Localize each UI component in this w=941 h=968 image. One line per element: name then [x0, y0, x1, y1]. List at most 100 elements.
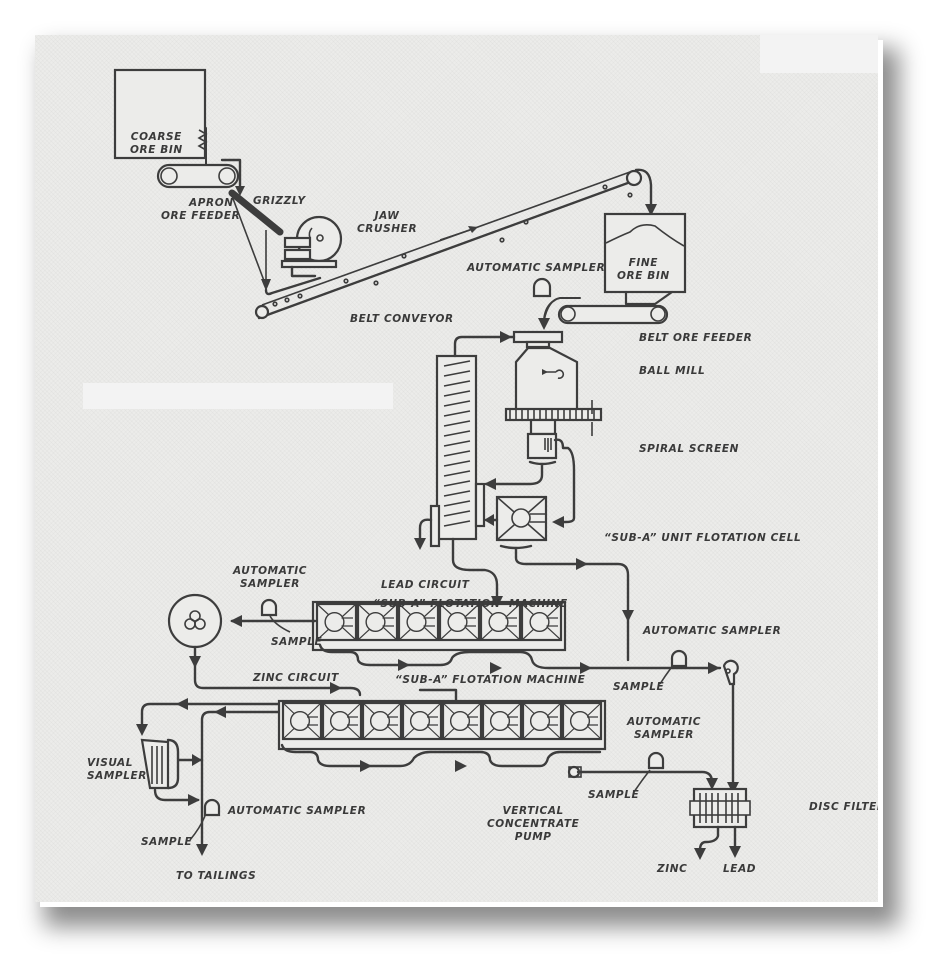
- spiral-classifier: [429, 331, 516, 548]
- label-line: ORE BIN: [617, 270, 670, 282]
- coarse-ore-bin: [113, 68, 208, 169]
- label-lead: LEAD: [723, 863, 757, 875]
- label-line: ORE FEEDER: [161, 210, 241, 222]
- blank-patch-left: [83, 383, 393, 409]
- visual-sampler-feed: [140, 702, 280, 732]
- automatic-sampler-zinc: [633, 751, 665, 793]
- arrow: [455, 760, 467, 772]
- automatic-sampler-right: [659, 649, 688, 685]
- label-line: FINE: [628, 257, 659, 269]
- flowsheet-drawing: [113, 68, 751, 860]
- label-coarse-ore-bin: COARSE ORE BIN: [130, 131, 183, 157]
- flotation-cell: [561, 701, 603, 741]
- lead-launder: [318, 643, 722, 670]
- label-vertical-concentrate-pump: VERTICAL CONCENTRATE PUMP: [487, 805, 579, 844]
- zinc-flotation-machine: [277, 699, 607, 751]
- arrow: [645, 204, 657, 216]
- arrow: [261, 279, 271, 291]
- automatic-sampler-lead: [260, 598, 291, 633]
- belt-conveyor: [254, 169, 643, 320]
- label-line: ORE BIN: [130, 144, 183, 156]
- diagram-page: COARSE ORE BIN APRON ORE FEEDER GRIZZLY …: [35, 35, 878, 902]
- arrow: [235, 186, 245, 196]
- label-line: APRON: [189, 197, 234, 209]
- label-automatic-sampler-right: AUTOMATIC SAMPLER: [643, 625, 782, 637]
- label-automatic-sampler-bottom: AUTOMATIC SAMPLER: [228, 805, 367, 817]
- visual-sampler: [140, 738, 204, 806]
- zinc-tails-line: [200, 710, 280, 852]
- label-zinc: ZINC: [657, 863, 688, 875]
- arrow: [136, 724, 148, 736]
- unit-flotation-cell: [484, 495, 634, 662]
- label-line: AUTOMATIC: [627, 716, 702, 728]
- flotation-cell: [356, 602, 399, 642]
- disc-filter: [689, 787, 751, 860]
- lead-concentrate-pump: [722, 659, 739, 794]
- apron-ore-feeder: [156, 163, 240, 189]
- zinc-launder: [280, 743, 602, 768]
- automatic-sampler-top: [532, 277, 581, 330]
- arrow: [398, 659, 410, 671]
- flotation-cell: [438, 602, 481, 642]
- flotation-cell: [481, 701, 523, 741]
- vertical-concentrate-pump: [567, 765, 718, 790]
- label-line: COARSE: [130, 131, 182, 143]
- label-line: CRUSHER: [357, 223, 418, 235]
- lead-flotation-machine: [311, 600, 567, 652]
- arrow: [196, 844, 208, 856]
- ball-mill: [504, 330, 603, 436]
- arrow: [490, 662, 502, 674]
- label-to-tailings: TO TAILINGS: [176, 870, 257, 882]
- label-apron-ore-feeder: APRON ORE FEEDER: [161, 197, 240, 223]
- flotation-cell: [441, 701, 483, 741]
- label-grizzly: GRIZZLY: [253, 195, 306, 207]
- label-line: CONCENTRATE: [487, 818, 580, 830]
- flotation-cell: [321, 701, 363, 741]
- flotation-cell: [361, 701, 403, 741]
- conveyor-discharge: [634, 168, 653, 210]
- label-zinc-circuit: ZINC CIRCUIT: [253, 672, 339, 684]
- label-disc-filter: DISC FILTER: [809, 801, 878, 813]
- flotation-cell: [397, 602, 440, 642]
- conditioner-tank: [167, 593, 362, 697]
- classifier-return: [418, 518, 433, 542]
- label-lead-flotation-machine-b: MACHINE: [509, 598, 568, 610]
- label-jaw-crusher: JAW CRUSHER: [357, 210, 417, 236]
- label-automatic-sampler-left: AUTOMATIC SAMPLER: [233, 565, 307, 591]
- label-belt-conveyor: BELT CONVEYOR: [350, 313, 454, 325]
- arrow: [176, 698, 188, 710]
- flotation-cell: [315, 602, 358, 642]
- label-visual-sampler: VISUAL SAMPLER: [87, 757, 147, 783]
- label-sample-zinc: SAMPLE: [588, 789, 640, 801]
- blank-patch-topright: [760, 35, 878, 73]
- label-lead-circuit: LEAD CIRCUIT: [381, 579, 470, 591]
- label-automatic-sampler-top: AUTOMATIC SAMPLER: [467, 262, 606, 274]
- arrow: [484, 478, 496, 490]
- label-line: JAW: [374, 210, 400, 222]
- label-line: SAMPLER: [240, 578, 300, 590]
- flotation-cell: [521, 701, 563, 741]
- label-line: VERTICAL: [502, 805, 564, 817]
- arrow: [552, 516, 564, 528]
- label-sample-right: SAMPLE: [613, 681, 665, 693]
- label-unit-flotation-cell: “SUB-A” UNIT FLOTATION CELL: [604, 532, 802, 544]
- arrow: [414, 538, 426, 550]
- label-spiral-screen: SPIRAL SCREEN: [639, 443, 740, 455]
- label-line: PUMP: [514, 831, 552, 843]
- arrow: [214, 706, 226, 718]
- crusher-discharge: [264, 276, 322, 296]
- belt-ore-feeder: [557, 304, 669, 325]
- arrow: [360, 760, 372, 772]
- label-line: AUTOMATIC: [233, 565, 308, 577]
- flotation-cell: [281, 701, 323, 741]
- label-fine-ore-bin: FINE ORE BIN: [617, 257, 670, 283]
- flotation-cell: [479, 602, 522, 642]
- fine-ore-bin: [603, 212, 687, 306]
- label-ball-mill: BALL MILL: [639, 365, 706, 377]
- label-line: VISUAL: [87, 757, 134, 769]
- automatic-sampler-bottom: [189, 798, 221, 841]
- classifier-to-lead: [451, 537, 499, 602]
- label-sample-lead: SAMPLE: [271, 636, 323, 648]
- feeder-chute: [220, 158, 242, 192]
- flotation-cell: [401, 701, 443, 741]
